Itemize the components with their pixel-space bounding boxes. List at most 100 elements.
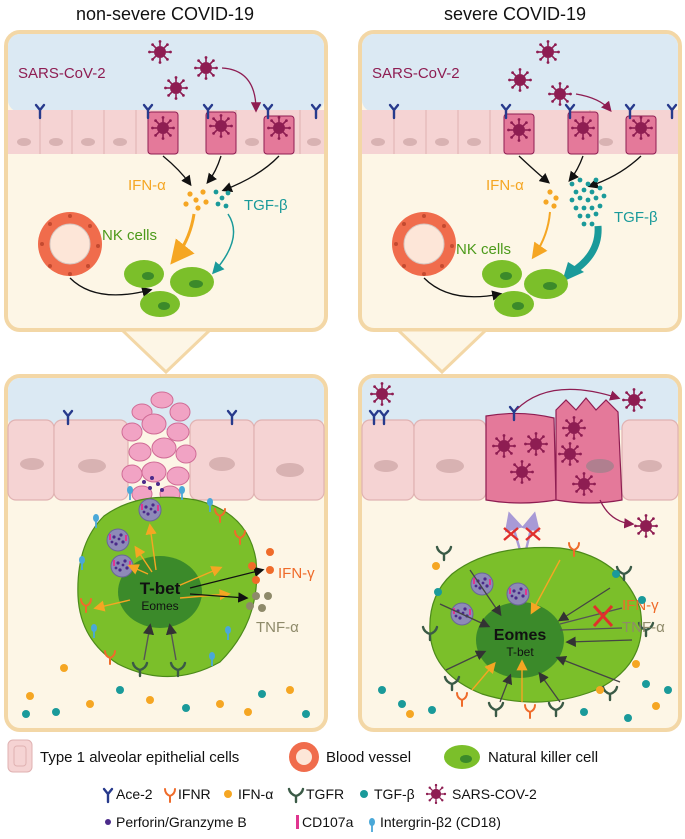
ifn-alpha-dots [543, 189, 559, 209]
virus-exit-arrow [515, 388, 621, 411]
upper-right-panel: SARS-CoV-2 IFN-α TGF-β [358, 30, 682, 332]
legend-perforin-icon [105, 819, 111, 825]
sars-virus [193, 55, 219, 81]
zoom-callout-left [118, 328, 214, 375]
extracellular-tgf-beta [378, 570, 672, 722]
ifn-alpha-label: IFN-α [486, 177, 524, 194]
ifn-alpha-signal-arrow [530, 559, 561, 615]
infection-arrow [575, 93, 612, 112]
cytokine-block-x [592, 604, 614, 628]
virus-exit-arrow [599, 499, 635, 529]
tgf-beta-dots [569, 177, 607, 227]
eomes-label: Eomes [141, 599, 178, 613]
tgfr-signal-arrows [143, 623, 177, 661]
legend-ifnr: IFNR [178, 786, 211, 802]
cytokine-arrow [189, 592, 249, 603]
sars-virus [509, 459, 535, 485]
legend-epithelial: Type 1 alveolar epithelial cells [40, 749, 239, 766]
perforin-release [142, 476, 164, 492]
legend: Type 1 alveolar epithelial cells Blood v… [7, 739, 598, 833]
tgfr-signal-arrows [439, 569, 633, 703]
tgf-beta-arrowhead [562, 262, 584, 282]
tnf-alpha-dots [246, 592, 272, 612]
sars-virus [547, 81, 573, 107]
extracellular-ifn-alpha [26, 664, 294, 716]
legend-tgfr-icon [287, 787, 305, 804]
legend-integrin: Intergrin-β2 (CD18) [380, 814, 501, 830]
sars-virus [491, 433, 517, 459]
infection-arrow [221, 67, 262, 113]
lytic-granule [106, 528, 130, 552]
legend-epithelial-icon [7, 739, 33, 773]
infected-cell [567, 111, 599, 155]
legend-sars: SARS-COV-2 [452, 786, 537, 802]
infected-cell [625, 115, 657, 155]
extracellular-ifn-alpha [406, 562, 660, 718]
legend-tgf-beta: TGF-β [374, 786, 415, 802]
legend-perforin: Perforin/Granzyme B [116, 814, 247, 830]
legend-integrin-icon [368, 817, 376, 833]
sars-virus [561, 415, 587, 441]
secretion-arrows [518, 155, 642, 189]
ifn-alpha-signal-arrow [471, 661, 496, 691]
ifn-gamma-label: IFN-γ [622, 597, 659, 614]
sars-virus [557, 441, 583, 467]
nk-cell-group [124, 260, 214, 317]
granule-arrows [93, 523, 231, 612]
tgf-beta-arrow [212, 213, 235, 275]
extravasation-arrow [69, 277, 153, 297]
ifn-alpha-arrow [531, 211, 551, 260]
blocked-cytokine-arrow [559, 627, 623, 631]
ifn-gamma-dots [248, 548, 274, 584]
infected-cell [503, 113, 535, 155]
infected-cell [263, 115, 295, 155]
sars-virus [147, 39, 173, 65]
blocked-cytokine-arrow [559, 607, 623, 625]
nk-label: NK cells [456, 241, 511, 258]
infected-cell [147, 111, 179, 155]
legend-nk-cell: Natural killer cell [488, 749, 598, 766]
sars-virus [163, 75, 189, 101]
ifn-alpha-arrow [170, 213, 196, 265]
lytic-granule [138, 498, 162, 522]
tgf-beta-dots [213, 189, 231, 209]
sars-virus [523, 431, 549, 457]
virus-label: SARS-CoV-2 [18, 65, 106, 82]
lower-left-panel: T-bet Eomes IFN-γ TNF-α [4, 374, 328, 732]
cytokine-arrow [189, 566, 265, 589]
ifn-alpha-label: IFN-α [128, 177, 166, 194]
lower-right-panel: Eomes T-bet IFN-γ TNF-α [358, 374, 682, 732]
blood-vessel [38, 212, 102, 276]
sars-virus [369, 381, 395, 407]
sars-virus [633, 513, 659, 539]
sars-virus [535, 39, 561, 65]
legend-ifn-alpha-icon [224, 790, 232, 798]
extracellular-tgf-beta [22, 686, 310, 718]
legend-ace2-icon [102, 787, 114, 804]
tgf-beta-label: TGF-β [244, 197, 288, 214]
nk-label: NK cells [102, 227, 157, 244]
secretion-arrows [162, 155, 280, 193]
legend-sars-icon [425, 783, 447, 805]
legend-ifn-alpha: IFN-α [238, 786, 273, 802]
legend-blood-vessel: Blood vessel [326, 749, 411, 766]
lytic-granule [506, 582, 530, 606]
legend-ace2: Ace-2 [116, 786, 153, 802]
extravasation-arrow [423, 277, 503, 301]
sars-virus [621, 387, 647, 413]
eomes-label: Eomes [494, 627, 547, 644]
legend-tgfr: TGFR [306, 786, 344, 802]
ifn-gamma-label: IFN-γ [278, 565, 315, 582]
legend-cd107a: CD107a [302, 814, 354, 830]
tnf-alpha-label: TNF-α [256, 619, 299, 636]
blocked-degranulation [503, 511, 541, 551]
legend-ifnr-icon [164, 788, 176, 803]
lytic-granule [110, 554, 134, 578]
blood-vessel [392, 212, 456, 276]
infected-cell [205, 111, 237, 155]
nk-cell [429, 546, 643, 703]
apoptotic-blebs [121, 391, 197, 503]
ifn-alpha-dots [183, 189, 209, 211]
nk-nucleus [476, 602, 564, 678]
